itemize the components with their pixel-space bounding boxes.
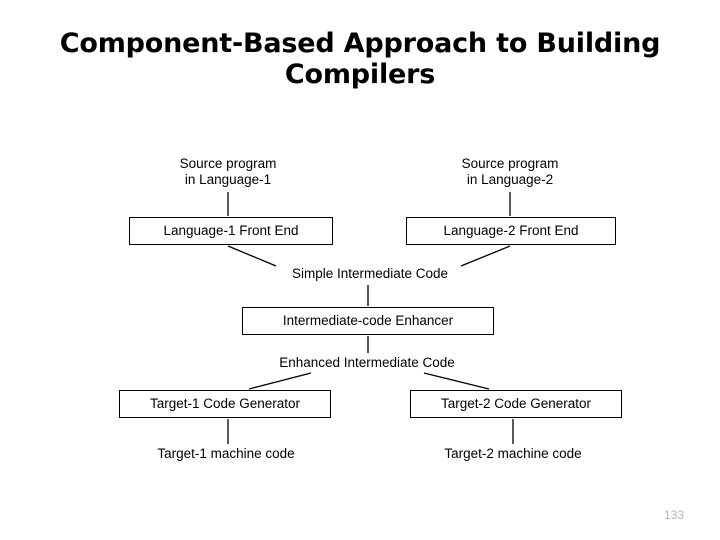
node-language-2-front-end: Language-2 Front End bbox=[406, 217, 616, 245]
page-number: 133 bbox=[663, 508, 684, 522]
connector-fe2-sic bbox=[460, 245, 511, 267]
node-target-1-code-generator: Target-1 Code Generator bbox=[119, 390, 331, 418]
node-target-1-machine-code: Target-1 machine code bbox=[157, 446, 295, 461]
node-source-program-language-2: Source program in Language-2 bbox=[461, 156, 559, 187]
connector-eic-gen1 bbox=[248, 372, 312, 390]
node-simple-intermediate-code: Simple Intermediate Code bbox=[291, 266, 449, 281]
connector-eic-gen2 bbox=[423, 372, 490, 390]
node-source-program-language-1: Source program in Language-1 bbox=[179, 156, 277, 187]
node-intermediate-code-enhancer: Intermediate-code Enhancer bbox=[242, 307, 494, 335]
page-title: Component-Based Approach to Building Com… bbox=[59, 28, 661, 90]
connector-fe1-sic bbox=[227, 245, 277, 267]
node-target-2-machine-code: Target-2 machine code bbox=[444, 446, 582, 461]
node-enhanced-intermediate-code: Enhanced Intermediate Code bbox=[279, 355, 455, 370]
node-language-1-front-end: Language-1 Front End bbox=[129, 217, 333, 245]
node-target-2-code-generator: Target-2 Code Generator bbox=[410, 390, 622, 418]
